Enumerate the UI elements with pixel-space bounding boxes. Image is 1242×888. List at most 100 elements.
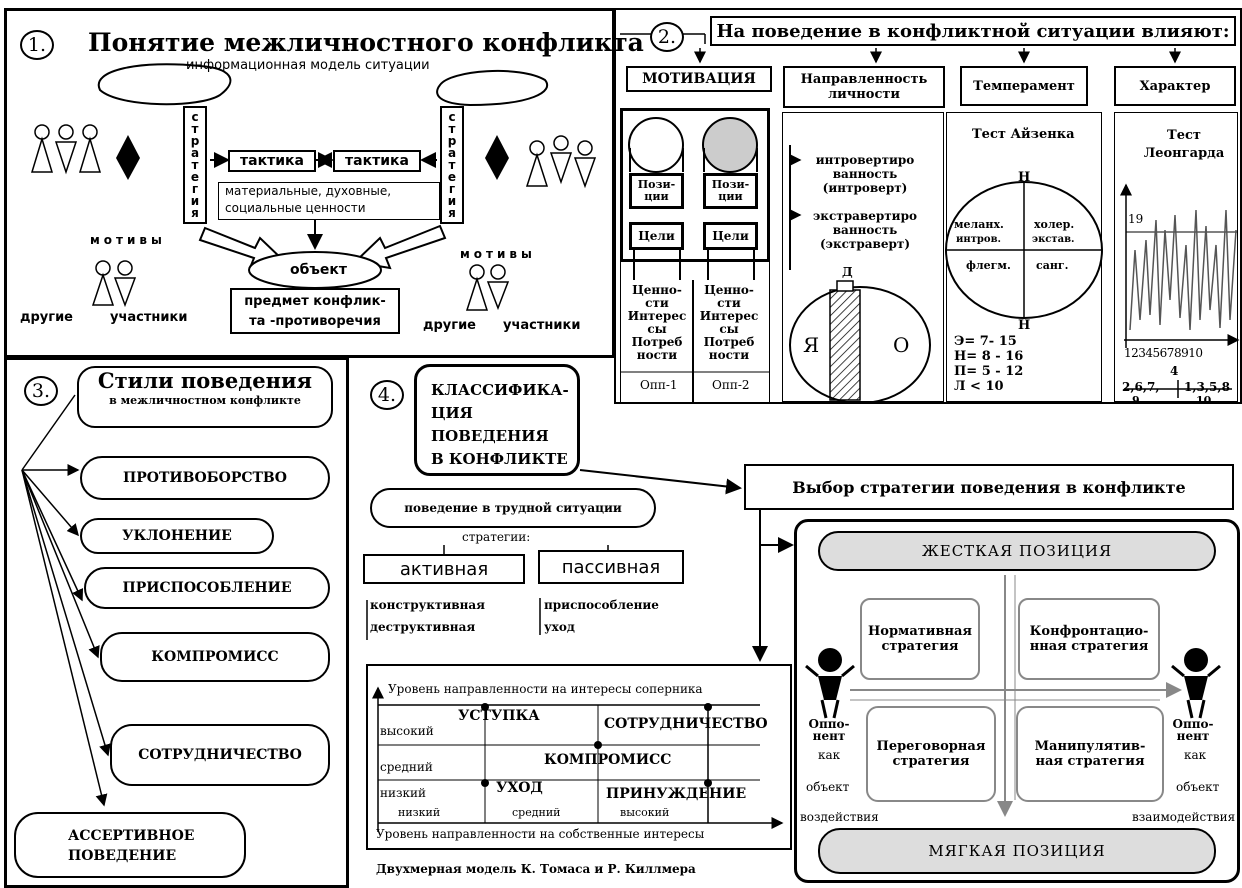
motives-right: мотивы — [460, 247, 536, 261]
extravert-label: экстравертиро ванность (экстраверт) — [813, 209, 917, 251]
opp-1-label: Опп-1 — [640, 378, 678, 392]
withdrawal-label: уход — [544, 620, 575, 634]
style-avoidance: УКЛОНЕНИЕ — [80, 518, 274, 554]
motives-left: мотивы — [90, 233, 166, 247]
soft-position: МЯГКАЯ ПОЗИЦИЯ — [818, 828, 1216, 874]
goals-1: Цели — [629, 222, 684, 250]
strategies-label: стратегии: — [462, 530, 531, 544]
positions-1: Пози-ции — [629, 173, 684, 209]
coercion-label: ПРИНУЖДЕНИЕ — [606, 786, 747, 802]
passive-box: пассивная — [538, 550, 684, 584]
cooperation-label: СОТРУДНИЧЕСТВО — [604, 716, 768, 732]
level-medium: средний — [380, 760, 433, 774]
panel-behavior-factors — [614, 8, 1242, 404]
info-model-label: информационная модель ситуации — [186, 58, 430, 73]
y-axis-label: Уровень направленности на интересы сопер… — [388, 682, 703, 696]
values-box: материальные, духовные, социальные ценно… — [218, 182, 440, 220]
conflict-subject-box: предмет конфлик- та -противоречия — [230, 288, 400, 334]
o-label: О — [893, 333, 910, 357]
leonhard-right: 1,3,5,8 — [1184, 380, 1230, 394]
hard-position: ЖЕСТКАЯ ПОЗИЦИЯ — [818, 531, 1216, 571]
adaptation-label: приспособление — [544, 598, 659, 612]
x-axis-label: Уровень направленности на собственные ин… — [376, 827, 705, 841]
phlegm: флегм. — [966, 259, 1011, 272]
panel-behavior-styles — [4, 357, 349, 888]
left-cloud — [97, 63, 232, 106]
tactic-left: тактика — [228, 150, 316, 172]
assertive-behavior: АССЕРТИВНОЕ ПОВЕДЕНИЕ — [14, 812, 246, 878]
character-column — [1114, 112, 1238, 402]
introv: интров. — [956, 234, 1002, 245]
opponent-left-figure — [805, 648, 855, 719]
panel-3-number: 3. — [24, 376, 58, 406]
melancholic: меланх. — [954, 218, 1004, 231]
extrav: экстав. — [1032, 234, 1075, 245]
opponent-right-label: Оппо-нент — [1172, 717, 1214, 743]
styles-title-box: Стили поведения в межличностном конфликт… — [77, 366, 333, 428]
tactic-right: тактика — [333, 150, 421, 172]
as-left: как — [818, 748, 841, 762]
panel-4-number: 4. — [370, 380, 404, 410]
right-diamond — [485, 135, 509, 180]
participants-right: участники — [503, 318, 581, 333]
compromise-label: КОМПРОМИСС — [544, 752, 672, 768]
thomas-kilmann-grid — [366, 664, 792, 850]
orientation-column — [782, 112, 944, 402]
people-right — [525, 135, 597, 189]
normative-strategy: Нормативная стратегия — [860, 598, 980, 680]
others-left: другие — [20, 310, 73, 325]
choleric: холер. — [1034, 218, 1075, 231]
panel-2-title: На поведение в конфликтной ситуации влия… — [710, 16, 1236, 46]
orientation-header: Направленность личности — [783, 66, 945, 108]
hard-situation-box: поведение в трудной ситуации — [370, 488, 656, 528]
right-cloud — [436, 70, 548, 107]
motivation-header: МОТИВАЦИЯ — [626, 66, 772, 92]
panel-1-number: 1. — [20, 30, 54, 60]
left-diamond — [116, 135, 140, 180]
others-right: другие — [423, 318, 476, 333]
eysenck-title: Тест Айзенка — [972, 127, 1075, 142]
style-adaptation: ПРИСПОСОБЛЕНИЕ — [84, 567, 330, 609]
values-col-1: Ценно-сти Интерес сы Потреб ности — [627, 283, 687, 362]
level-low: низкий — [380, 786, 427, 800]
ya-label: Я — [803, 333, 820, 357]
concession-label: УСТУПКА — [458, 708, 540, 724]
style-cooperation: СОТРУДНИЧЕСТВО — [110, 724, 330, 786]
opponent-right-figure — [1171, 648, 1221, 719]
leonhard-10: 10 — [1196, 394, 1212, 407]
opponent-left-label: Оппо-нент — [808, 717, 850, 743]
n-top: Н — [1018, 170, 1031, 185]
motivation-frame — [620, 108, 770, 262]
introvert-label: интровертиро ванность (интроверт) — [815, 153, 915, 195]
as-right: как — [1184, 748, 1207, 762]
negotiation-strategy: Переговорная стратегия — [866, 706, 996, 802]
values-col-2: Ценно-сти Интерес сы Потреб ности — [699, 283, 759, 362]
level-high: высокий — [380, 724, 434, 738]
n-bottom: Н — [1018, 318, 1031, 333]
confrontation-strategy: Конфронтацио-нная стратегия — [1018, 598, 1160, 680]
temperament-column — [946, 112, 1102, 402]
strategy-choice-title: Выбор стратегии поведения в конфликте — [744, 464, 1234, 510]
impact-label: воздействия — [800, 810, 879, 824]
active-box: активная — [363, 554, 525, 584]
manipulative-strategy: Манипулятив-ная стратегия — [1016, 706, 1164, 802]
style-confrontation: ПРОТИВОБОРСТВО — [80, 456, 330, 500]
object-left: объект — [806, 780, 850, 794]
x-high: высокий — [620, 806, 670, 819]
opp-2-label: Опп-2 — [712, 378, 750, 392]
model-caption: Двухмерная модель К. Томаса и Р. Киллмер… — [376, 862, 696, 876]
leonhard-4: 4 — [1170, 364, 1179, 378]
leonhard-title: Тест Леонгарда — [1143, 128, 1225, 161]
leonhard-left: 2,6,7, — [1122, 380, 1160, 394]
positions-2: Пози-ции — [703, 173, 758, 209]
people-bottom-right — [465, 264, 510, 311]
leonhard-axis: 12345678910 — [1124, 346, 1203, 360]
panel-2-number: 2. — [650, 22, 684, 52]
destructive-label: деструктивная — [370, 620, 476, 634]
participants-left: участники — [110, 310, 188, 325]
strategy-frame — [794, 519, 1240, 883]
